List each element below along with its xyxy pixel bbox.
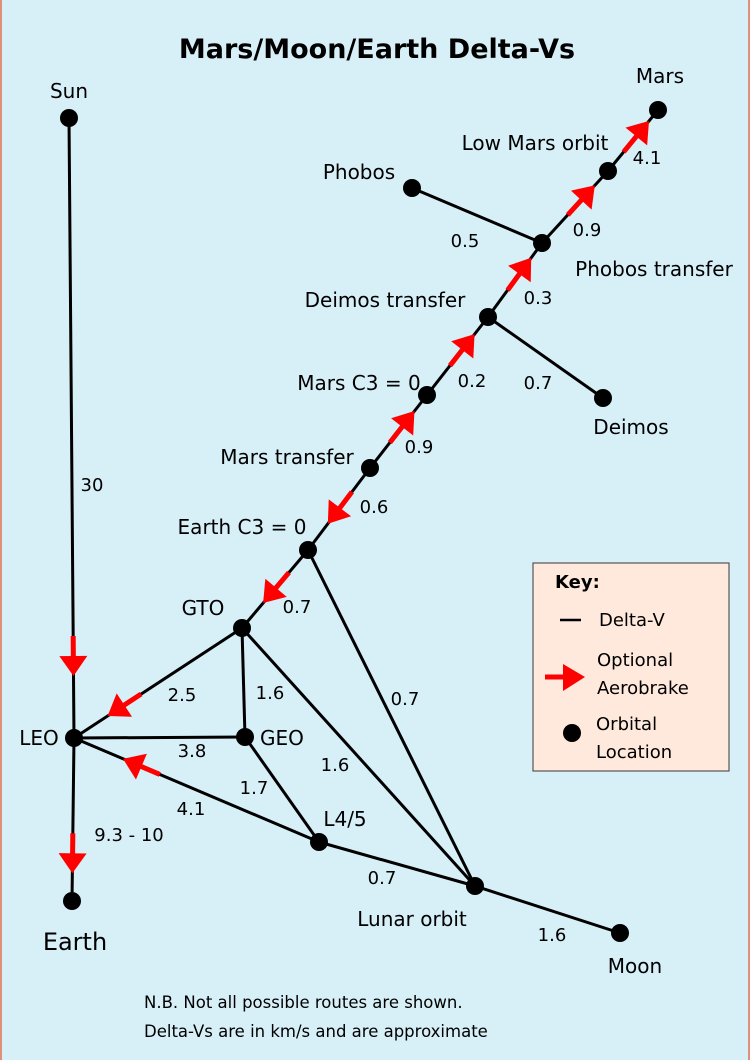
node-label-sun: Sun xyxy=(50,79,88,103)
edge-l45-lunar xyxy=(318,840,476,888)
key-delta-v: Delta-V xyxy=(599,610,665,631)
aerobrake-arrow xyxy=(565,185,595,217)
node-earth xyxy=(63,892,81,910)
orbital-location-symbol xyxy=(563,724,581,742)
node-sun xyxy=(60,109,78,127)
key-aerobrake-1: Optional xyxy=(597,650,673,671)
delta-v-label: 9.3 - 10 xyxy=(94,825,163,846)
node-label-earth: Earth xyxy=(43,928,107,956)
delta-v-label: 0.9 xyxy=(573,220,602,241)
node-ec3 xyxy=(299,541,317,559)
node-ptr xyxy=(533,234,551,252)
node-label-phobos: Phobos xyxy=(323,160,395,184)
aerobrake-arrow xyxy=(505,257,532,292)
key-location-2: Location xyxy=(596,742,672,763)
delta-v-label: 1.7 xyxy=(240,778,269,799)
node-label-geo: GEO xyxy=(260,726,304,750)
node-label-ptr: Phobos transfer xyxy=(575,257,733,281)
key-legend: Key: Delta-V Optional Aerobrake Orbital … xyxy=(532,562,730,772)
node-label-ec3: Earth C3 = 0 xyxy=(178,515,307,539)
key-location-1: Orbital xyxy=(596,714,657,735)
edge-leo-earth xyxy=(70,737,76,902)
diagram-title: Mars/Moon/Earth Delta-Vs xyxy=(179,34,575,65)
node-label-l45: L4/5 xyxy=(323,807,366,831)
aerobrake-arrow xyxy=(59,635,88,676)
node-moon xyxy=(611,924,629,942)
delta-v-label: 0.7 xyxy=(391,689,420,710)
edge-ec3-lunar xyxy=(306,549,477,887)
node-l45 xyxy=(310,833,328,851)
node-label-lmo: Low Mars orbit xyxy=(462,131,609,155)
delta-v-label: 0.7 xyxy=(524,373,553,394)
aerobrake-arrow xyxy=(387,411,415,445)
node-lunar xyxy=(466,877,484,895)
note-line-2: Delta-Vs are in km/s and are approximate xyxy=(144,1022,488,1041)
node-label-gto: GTO xyxy=(182,596,225,620)
delta-v-label: 0.5 xyxy=(451,231,480,252)
edge-dtr-deimos xyxy=(487,315,604,400)
aerobrake-arrow xyxy=(621,120,649,154)
delta-v-label: 1.6 xyxy=(321,755,350,776)
key-aerobrake-2: Aerobrake xyxy=(597,678,689,699)
edge-gto-lunar xyxy=(240,626,477,888)
edge-leo-geo xyxy=(73,735,246,740)
delta-v-label: 0.2 xyxy=(458,371,487,392)
aerobrake-arrow xyxy=(327,490,354,524)
key-title: Key: xyxy=(555,572,600,593)
node-mtr xyxy=(361,459,379,477)
delta-v-label: 1.6 xyxy=(538,925,567,946)
node-dtr xyxy=(479,308,497,326)
edge-lunar-moon xyxy=(474,884,621,935)
edge-gto-geo xyxy=(240,627,247,738)
delta-v-label: 0.7 xyxy=(368,868,397,889)
node-label-mtr: Mars transfer xyxy=(220,445,354,469)
delta-v-label: 0.7 xyxy=(283,597,312,618)
aerobrake-arrow-symbol xyxy=(545,664,585,691)
edge-gto-leo xyxy=(73,626,243,740)
node-leo xyxy=(65,729,83,747)
node-label-deimos: Deimos xyxy=(593,415,668,439)
delta-v-label: 2.5 xyxy=(168,685,197,706)
edge-ptr-phobos xyxy=(411,186,543,245)
aerobrake-arrow xyxy=(107,691,143,717)
node-mc3 xyxy=(418,386,436,404)
edge-geo-l45 xyxy=(243,736,321,843)
delta-v-label: 0.3 xyxy=(524,288,553,309)
node-label-leo: LEO xyxy=(19,726,59,750)
note-line-1: N.B. Not all possible routes are shown. xyxy=(144,993,463,1012)
edge-l45-leo xyxy=(73,736,320,844)
delta-v-label: 4.1 xyxy=(177,799,206,820)
node-label-moon: Moon xyxy=(608,954,662,978)
delta-v-label: 0.9 xyxy=(405,437,434,458)
node-phobos xyxy=(403,179,421,197)
node-gto xyxy=(233,619,251,637)
node-lmo xyxy=(599,162,617,180)
delta-v-label: 3.8 xyxy=(178,741,207,762)
delta-v-label: 4.1 xyxy=(633,148,662,169)
node-label-lunar: Lunar orbit xyxy=(357,907,467,931)
delta-v-label: 30 xyxy=(81,475,104,496)
aerobrake-arrow xyxy=(447,334,475,368)
node-mars xyxy=(649,101,667,119)
delta-v-label: 0.6 xyxy=(360,497,389,518)
node-label-mars: Mars xyxy=(636,64,684,88)
aerobrake-arrow xyxy=(58,833,87,874)
aerobrake-arrow xyxy=(263,570,291,604)
node-deimos xyxy=(594,389,612,407)
node-label-mc3: Mars C3 = 0 xyxy=(297,371,420,395)
edge-sun-leo xyxy=(67,117,76,739)
delta-v-label: 1.6 xyxy=(256,683,285,704)
aerobrake-arrow xyxy=(123,753,161,780)
node-geo xyxy=(236,728,254,746)
node-label-dtr: Deimos transfer xyxy=(305,288,467,312)
